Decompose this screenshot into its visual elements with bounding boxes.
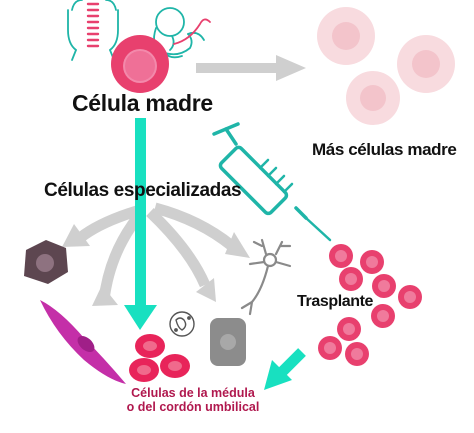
arrow-head-right-upper <box>225 232 250 258</box>
label-specialized-cells: Células especializadas <box>44 180 242 201</box>
arrow-head-right-lower <box>196 278 216 302</box>
label-marrow-cells: Células de la médula o del cordón umbili… <box>118 386 268 414</box>
embryo-icon <box>153 7 211 59</box>
gray-cell <box>210 318 246 366</box>
more-stem-cells <box>317 7 455 125</box>
label-marrow-cells-line1: Células de la médula <box>131 386 255 400</box>
arrow-head-left-upper <box>62 224 90 247</box>
label-more-stem-cells: Más células madre <box>312 140 457 159</box>
arrow-to-more-cells <box>196 55 306 81</box>
stem-cell <box>111 35 169 93</box>
white-blood-cell-icon <box>169 311 195 337</box>
transplant-cells <box>318 244 422 366</box>
spine-icon <box>67 0 119 61</box>
syringe-icon <box>212 122 332 242</box>
label-stem-cell: Célula madre <box>72 90 213 116</box>
red-blood-cells <box>129 334 190 382</box>
specialized-cell-dark <box>24 240 68 284</box>
label-transplant: Trasplante <box>297 293 374 310</box>
arrow-to-marrow-cells <box>124 118 157 330</box>
arrow-head-left-lower <box>92 285 118 306</box>
label-marrow-cells-line2: o del cordón umbilical <box>126 400 260 414</box>
teal-arrows <box>124 118 306 390</box>
neuron-icon <box>240 238 292 316</box>
arrow-transplant <box>264 348 306 390</box>
muscle-cell <box>40 300 126 384</box>
